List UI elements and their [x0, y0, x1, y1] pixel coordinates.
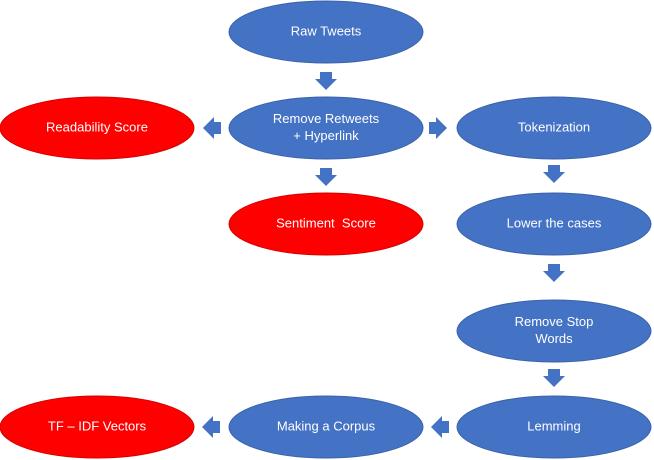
node-making-corpus: Making a Corpus: [228, 395, 424, 459]
node-remove-stop-words-shape: [456, 299, 652, 363]
node-lower-cases: Lower the cases: [456, 192, 652, 256]
node-lemming-label: Lemming: [527, 418, 580, 433]
node-sentiment-score: Sentiment Score: [228, 192, 424, 256]
node-remove-stop-words-label: Words: [535, 331, 573, 346]
node-tfidf-vectors: TF – IDF Vectors: [0, 395, 195, 459]
node-tokenization: Tokenization: [456, 96, 652, 160]
node-tfidf-vectors-shape: [0, 395, 195, 459]
arrow-lemming-to-making-corpus: [431, 416, 449, 438]
arrow-making-corpus-to-tfidf-vectors: [202, 416, 220, 438]
node-readability-score-label: Readability Score: [46, 119, 148, 134]
arrow-tokenization-to-lower-cases: [543, 165, 565, 183]
arrow-raw-tweets-to-remove-retweets: [315, 72, 337, 90]
node-making-corpus-label: Making a Corpus: [277, 418, 376, 433]
node-remove-retweets-label: + Hyperlink: [293, 128, 359, 143]
arrow-remove-retweets-to-sentiment-score: [315, 168, 337, 186]
node-tokenization-shape: [456, 96, 652, 160]
node-making-corpus-shape: [228, 395, 424, 459]
node-sentiment-score-label: Sentiment Score: [276, 215, 376, 230]
node-raw-tweets: Raw Tweets: [228, 0, 424, 64]
node-readability-score: Readability Score: [0, 96, 195, 160]
node-raw-tweets-label: Raw Tweets: [291, 23, 362, 38]
node-remove-retweets-label: Remove Retweets: [273, 111, 380, 126]
node-lower-cases-label: Lower the cases: [507, 215, 602, 230]
node-lemming-shape: [456, 395, 652, 459]
arrow-lower-cases-to-remove-stop-words: [543, 264, 565, 282]
node-tfidf-vectors-label: TF – IDF Vectors: [48, 418, 147, 433]
arrow-remove-retweets-to-tokenization: [429, 117, 447, 139]
node-remove-retweets: Remove Retweets + Hyperlink: [228, 96, 424, 160]
node-remove-stop-words-label: Remove Stop: [515, 314, 594, 329]
node-sentiment-score-shape: [228, 192, 424, 256]
node-lower-cases-shape: [456, 192, 652, 256]
arrow-remove-stop-words-to-lemming: [543, 369, 565, 387]
node-raw-tweets-shape: [228, 0, 424, 64]
node-lemming: Lemming: [456, 395, 652, 459]
node-readability-score-shape: [0, 96, 195, 160]
arrow-remove-retweets-to-readability-score: [203, 117, 221, 139]
node-tokenization-label: Tokenization: [518, 119, 590, 134]
node-remove-retweets-shape: [228, 96, 424, 160]
